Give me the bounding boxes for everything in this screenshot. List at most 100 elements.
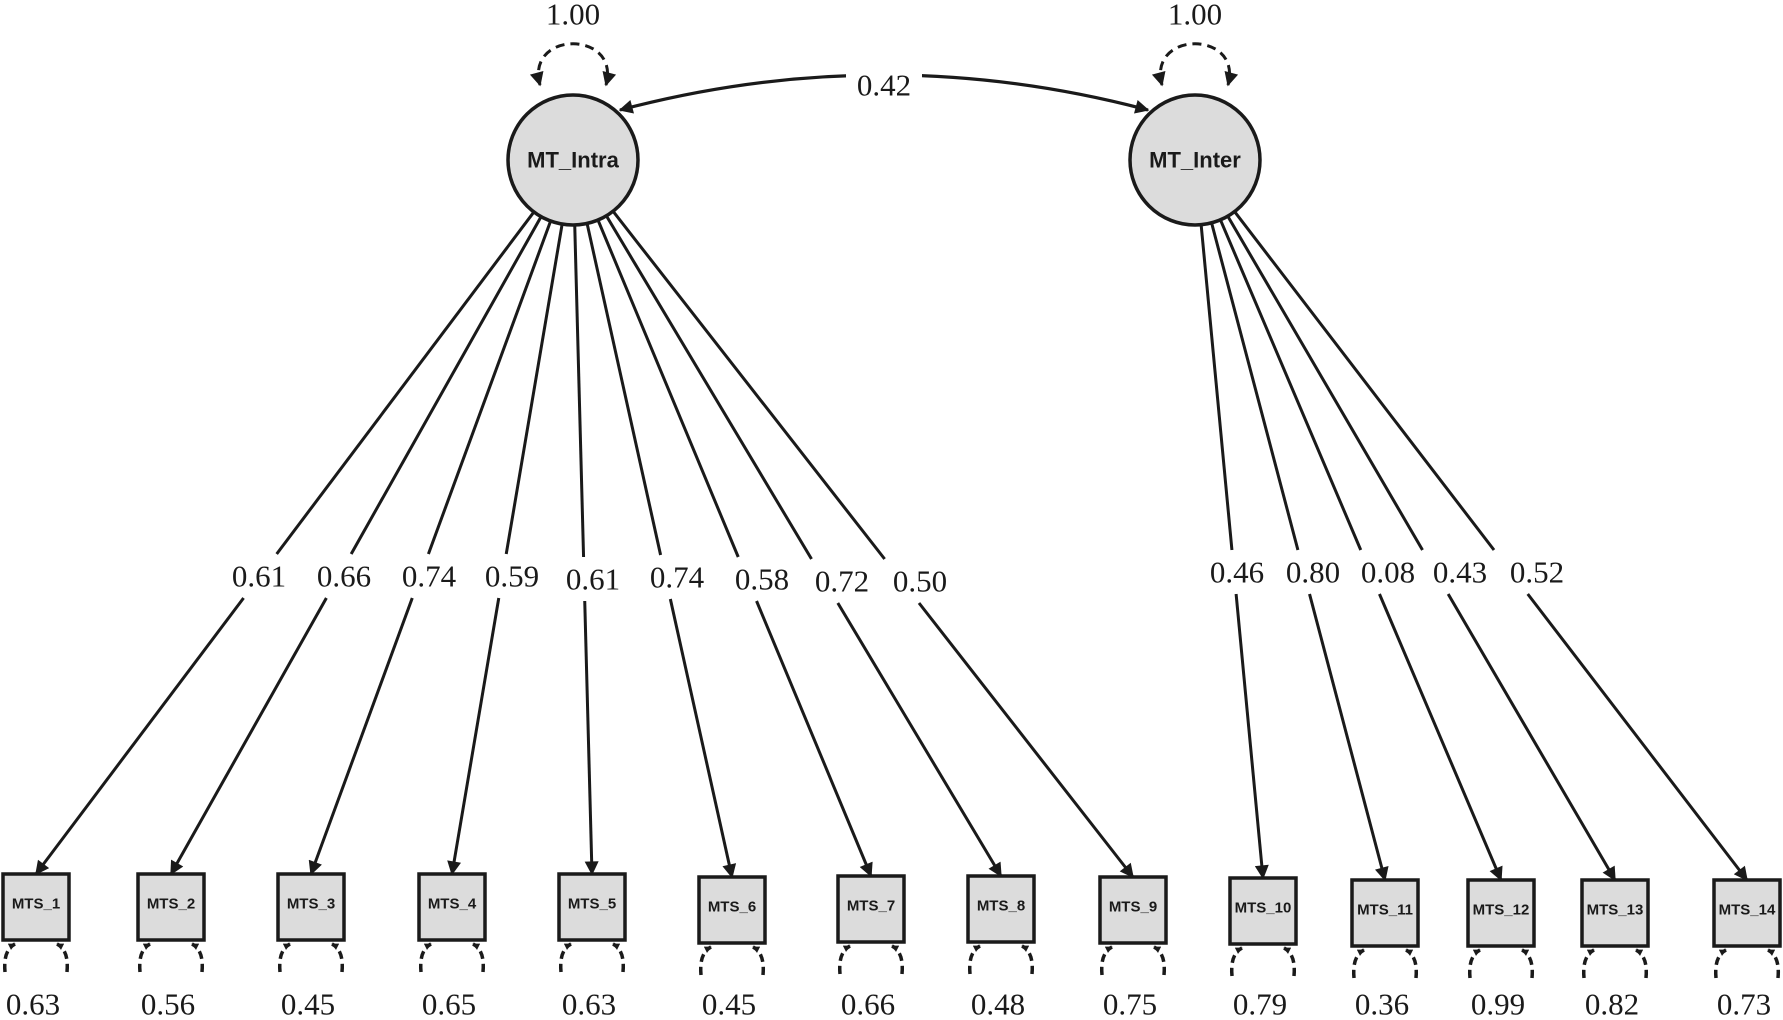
loading-path-3-lower — [308, 597, 414, 876]
indicator-box-11 — [1350, 878, 1420, 948]
error-variance-6: 0.45 — [702, 987, 756, 1020]
loading-path-5-upper — [573, 224, 586, 558]
indicator-box-3 — [276, 872, 346, 942]
error-variance-7: 0.66 — [841, 987, 895, 1020]
loading-label-13: 0.43 — [1433, 555, 1487, 590]
indicator-label-10: MTS_10 — [1235, 900, 1292, 917]
residual-arrow-right-10 — [1283, 946, 1297, 977]
variance-label-inter: 1.00 — [1168, 0, 1222, 32]
residual-arrow-right-7 — [891, 944, 905, 975]
loading-path-14-upper — [1233, 210, 1496, 551]
indicator-label-11: MTS_11 — [1357, 902, 1413, 919]
error-variance-5: 0.63 — [562, 987, 616, 1020]
latent-label-inter: MT_Inter — [1149, 148, 1241, 173]
residual-arrow-left-7 — [837, 944, 851, 975]
error-variance-1: 0.63 — [6, 987, 60, 1020]
residual-arrow-right-6 — [752, 945, 766, 976]
loading-label-1: 0.61 — [232, 559, 286, 594]
indicator-box-13 — [1580, 878, 1650, 948]
indicator-label-4: MTS_4 — [428, 896, 477, 913]
error-variance-10: 0.79 — [1233, 987, 1287, 1020]
loading-path-1-lower — [34, 597, 245, 876]
residual-arrow-left-11 — [1351, 948, 1365, 979]
loading-path-7-upper — [596, 219, 740, 558]
indicator-box-4 — [417, 872, 487, 942]
loading-path-12-lower — [1378, 593, 1503, 882]
residual-arrow-left-3 — [277, 942, 291, 973]
error-variance-4: 0.65 — [422, 987, 476, 1020]
residual-arrow-left-12 — [1467, 948, 1481, 979]
residual-arrow-left-6 — [698, 945, 712, 976]
residual-arrow-left-2 — [137, 942, 151, 973]
variance-loop-intra — [529, 42, 617, 87]
error-variance-8: 0.48 — [971, 987, 1025, 1020]
indicator-label-1: MTS_1 — [12, 896, 60, 913]
residual-arrow-left-8 — [967, 944, 981, 975]
residual-arrow-right-13 — [1635, 948, 1649, 979]
loading-path-2-upper — [349, 215, 543, 555]
loading-path-13-lower — [1446, 593, 1617, 882]
loading-path-4-upper — [504, 223, 564, 555]
loading-label-8: 0.72 — [815, 564, 869, 599]
indicator-box-10 — [1228, 876, 1298, 946]
variance-loop-inter — [1151, 42, 1239, 87]
residual-arrow-left-9 — [1099, 945, 1113, 976]
loading-path-13-upper — [1226, 215, 1424, 551]
indicator-label-12: MTS_12 — [1473, 902, 1530, 919]
loading-label-9: 0.50 — [893, 564, 947, 599]
residual-arrow-right-11 — [1405, 948, 1419, 979]
indicator-box-2 — [136, 872, 206, 942]
residual-arrow-right-12 — [1521, 948, 1535, 979]
loading-label-10: 0.46 — [1210, 555, 1264, 590]
loading-label-14: 0.52 — [1510, 555, 1564, 590]
indicator-box-14 — [1712, 878, 1782, 948]
indicator-label-14: MTS_14 — [1719, 902, 1776, 919]
loading-path-1-upper — [275, 211, 536, 555]
loading-path-10-upper — [1199, 224, 1234, 551]
loading-label-11: 0.80 — [1286, 555, 1340, 590]
error-variance-13: 0.82 — [1585, 987, 1639, 1020]
error-variance-14: 0.73 — [1717, 987, 1771, 1020]
loading-path-12-upper — [1219, 219, 1363, 551]
loading-path-11-lower — [1308, 593, 1389, 882]
loading-path-8-upper — [605, 215, 813, 560]
loading-label-7: 0.58 — [735, 562, 789, 597]
error-variance-12: 0.99 — [1471, 987, 1525, 1020]
residual-arrow-left-13 — [1581, 948, 1595, 979]
indicator-label-13: MTS_13 — [1587, 902, 1644, 919]
error-variance-2: 0.56 — [141, 987, 195, 1020]
loading-path-11-upper — [1210, 222, 1300, 551]
loading-path-10-lower — [1234, 593, 1269, 880]
loading-path-9-lower — [917, 602, 1135, 879]
paths-layer — [2, 42, 1781, 979]
loading-path-14-lower — [1526, 593, 1749, 882]
loading-path-5-lower — [583, 600, 599, 876]
loading-path-4-lower — [447, 597, 501, 876]
residual-arrow-left-1 — [2, 942, 16, 973]
loading-path-6-upper — [585, 223, 663, 556]
residual-arrow-right-5 — [612, 942, 626, 973]
residual-arrow-left-14 — [1713, 948, 1727, 979]
residual-arrow-right-4 — [472, 942, 486, 973]
residual-arrow-right-2 — [191, 942, 205, 973]
loading-label-4: 0.59 — [485, 559, 539, 594]
indicator-label-3: MTS_3 — [287, 896, 335, 913]
indicator-box-7 — [836, 874, 906, 944]
residual-arrow-left-4 — [418, 942, 432, 973]
latent-label-intra: MT_Intra — [527, 148, 619, 173]
loading-path-6-lower — [668, 598, 737, 879]
error-variance-11: 0.36 — [1355, 987, 1409, 1020]
indicator-label-6: MTS_6 — [708, 899, 756, 916]
latent-factor-inter — [1128, 93, 1262, 227]
variance-label-intra: 1.00 — [546, 0, 600, 32]
residual-arrow-right-1 — [56, 942, 70, 973]
indicator-label-7: MTS_7 — [847, 898, 895, 915]
loading-path-2-lower — [169, 597, 328, 876]
residual-arrow-right-8 — [1021, 944, 1035, 975]
loading-path-9-upper — [611, 210, 886, 560]
loading-label-3: 0.74 — [402, 559, 457, 594]
residual-arrow-right-9 — [1153, 945, 1167, 976]
loading-label-6: 0.74 — [650, 560, 705, 595]
